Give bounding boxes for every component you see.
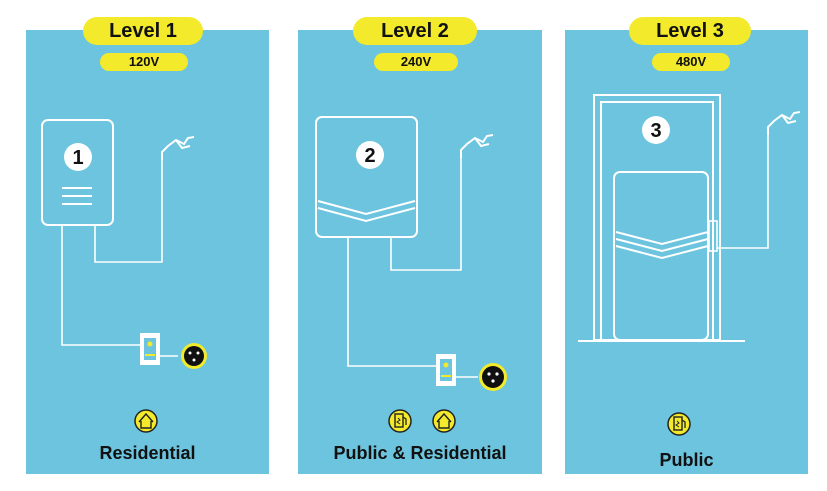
level-2-title: Level 2 xyxy=(353,17,477,45)
outlet-icon xyxy=(181,343,207,369)
level-3-cables xyxy=(708,135,769,252)
level-3-use-label: Public xyxy=(659,450,714,470)
level-2-use-label: Public & Residential xyxy=(333,443,507,463)
level-2-number: 2 xyxy=(364,145,375,167)
level-1-charger-unit xyxy=(41,119,114,226)
level-1-voltage: 120V xyxy=(100,53,188,71)
level-3-voltage: 480V xyxy=(652,53,730,71)
level-1-title: Level 1 xyxy=(83,17,203,45)
home-icon xyxy=(134,409,158,433)
level-3-title: Level 3 xyxy=(629,17,751,45)
level-1-number-badge: 1 xyxy=(64,143,92,171)
ev-plug-icon xyxy=(460,134,494,158)
level-2-cables xyxy=(347,158,478,378)
level-1-use-label: Residential xyxy=(99,443,196,463)
level-2-charger-unit xyxy=(315,116,418,238)
outlet-icon xyxy=(479,363,507,391)
level-3-number-badge: 3 xyxy=(642,116,670,144)
ev-plug-icon xyxy=(161,136,195,160)
level-1-number: 1 xyxy=(72,147,83,169)
level-1-panel xyxy=(26,30,269,474)
level-2-panel xyxy=(298,30,542,474)
level-2-number-badge: 2 xyxy=(356,141,384,169)
wall-socket-icon xyxy=(140,333,160,365)
level-2-voltage: 240V xyxy=(374,53,458,71)
wall-socket-icon xyxy=(436,354,456,386)
fuel-pump-icon xyxy=(667,412,691,436)
level-3-number: 3 xyxy=(650,120,661,142)
fuel-pump-icon xyxy=(388,409,412,433)
level-1-cables xyxy=(61,160,178,357)
ev-plug-icon xyxy=(767,111,801,135)
home-icon xyxy=(432,409,456,433)
